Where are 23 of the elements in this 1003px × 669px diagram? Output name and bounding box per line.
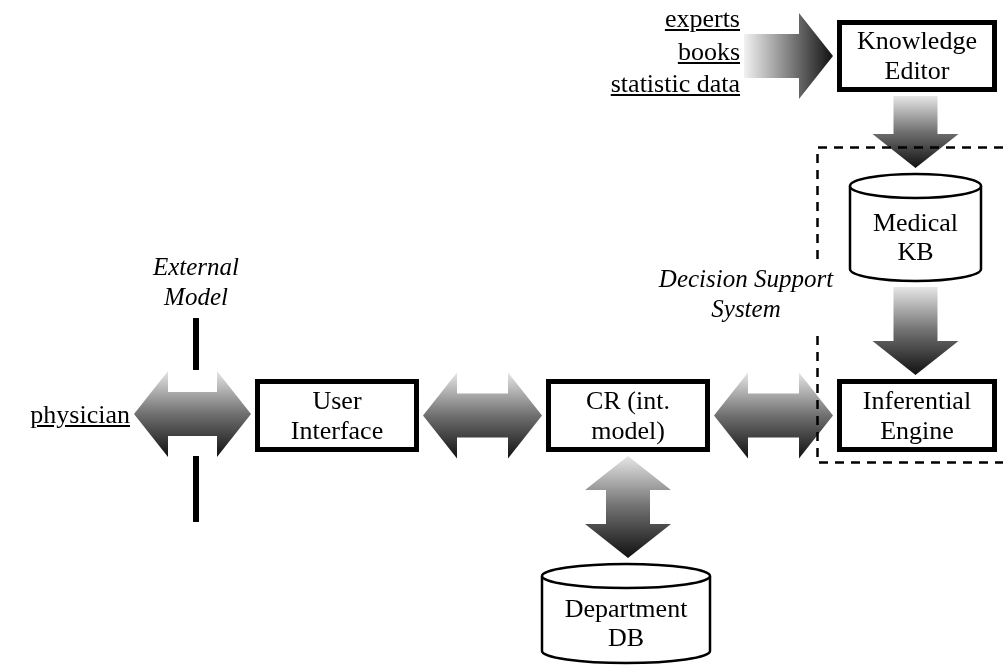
block-arrow: [585, 456, 671, 558]
boundary-label: External Model: [151, 252, 241, 312]
box-label: CR (int. model): [585, 385, 671, 446]
process-box: [546, 379, 710, 452]
region-label: Decision Support System: [657, 264, 835, 324]
process-box: [255, 379, 419, 452]
source-label: books: [677, 35, 740, 68]
block-arrow: [872, 96, 959, 168]
block-arrow: [744, 13, 833, 99]
source-label: statistic data: [610, 68, 740, 101]
box-label: Knowledge Editor: [856, 26, 978, 86]
box-label: Inferential Engine: [861, 385, 973, 446]
block-arrow: [134, 371, 251, 457]
box-label: User Interface: [289, 385, 385, 446]
block-arrow: [423, 372, 542, 459]
cylinder-label: Department DB: [563, 594, 689, 653]
actor-label: physician: [6, 398, 130, 430]
process-box: [837, 20, 997, 92]
process-box: [837, 379, 997, 452]
source-label: experts: [664, 3, 740, 36]
block-arrow: [714, 372, 833, 459]
cylinder-label: Medical KB: [871, 208, 960, 267]
block-arrow: [872, 287, 959, 375]
